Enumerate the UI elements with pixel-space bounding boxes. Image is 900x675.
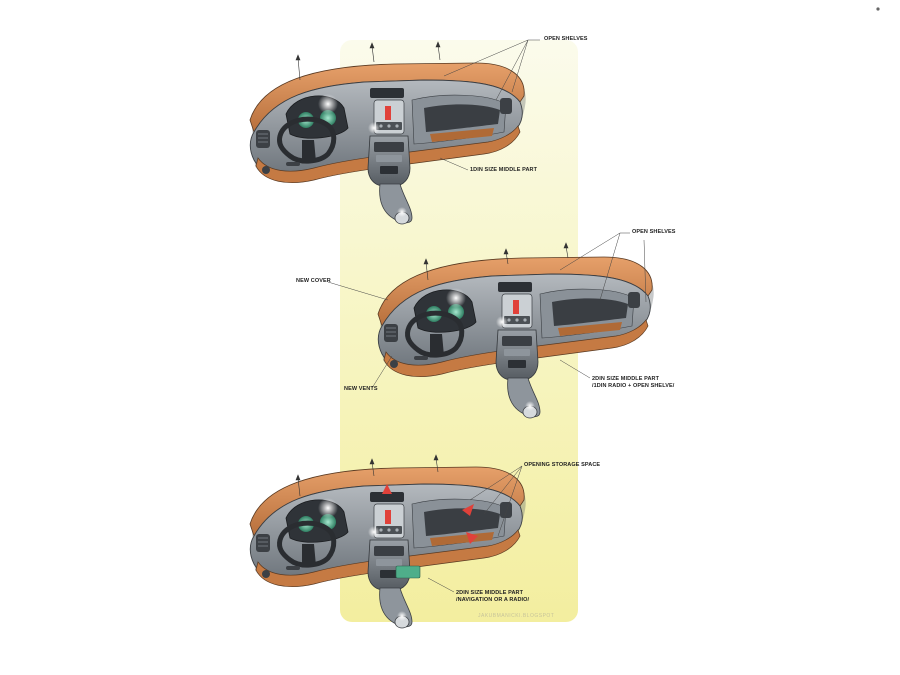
storage-arrow-icon	[462, 504, 474, 516]
storage-space-label: OPENING STORAGE SPACE	[524, 462, 601, 468]
open-shelves-label-2: OPEN SHELVES	[632, 229, 676, 235]
dashboard-sketch-3	[250, 467, 526, 628]
middle-part-label-2-line2: /1DIN RADIO + OPEN SHELVE/	[592, 383, 675, 389]
middle-part-label-1: 1DIN SIZE MIDDLE PART	[470, 167, 538, 173]
new-cover-label: NEW COVER	[296, 278, 331, 284]
new-vents-label: NEW VENTS	[344, 386, 378, 392]
middle-part-label-3-line1: 2DIN SIZE MIDDLE PART	[456, 590, 524, 596]
artist-signature: JAKUBMANICKI.BLOGSPOT	[478, 613, 555, 619]
storage-arrow-icon	[382, 484, 392, 494]
middle-part-label-3-line2: /NAVIGATION OR A RADIO/	[456, 597, 530, 603]
navigation-screen	[395, 565, 421, 579]
storage-arrow-icon	[466, 532, 478, 544]
middle-part-label-2-line1: 2DIN SIZE MIDDLE PART	[592, 376, 660, 382]
open-shelves-label-1: OPEN SHELVES	[544, 36, 588, 42]
